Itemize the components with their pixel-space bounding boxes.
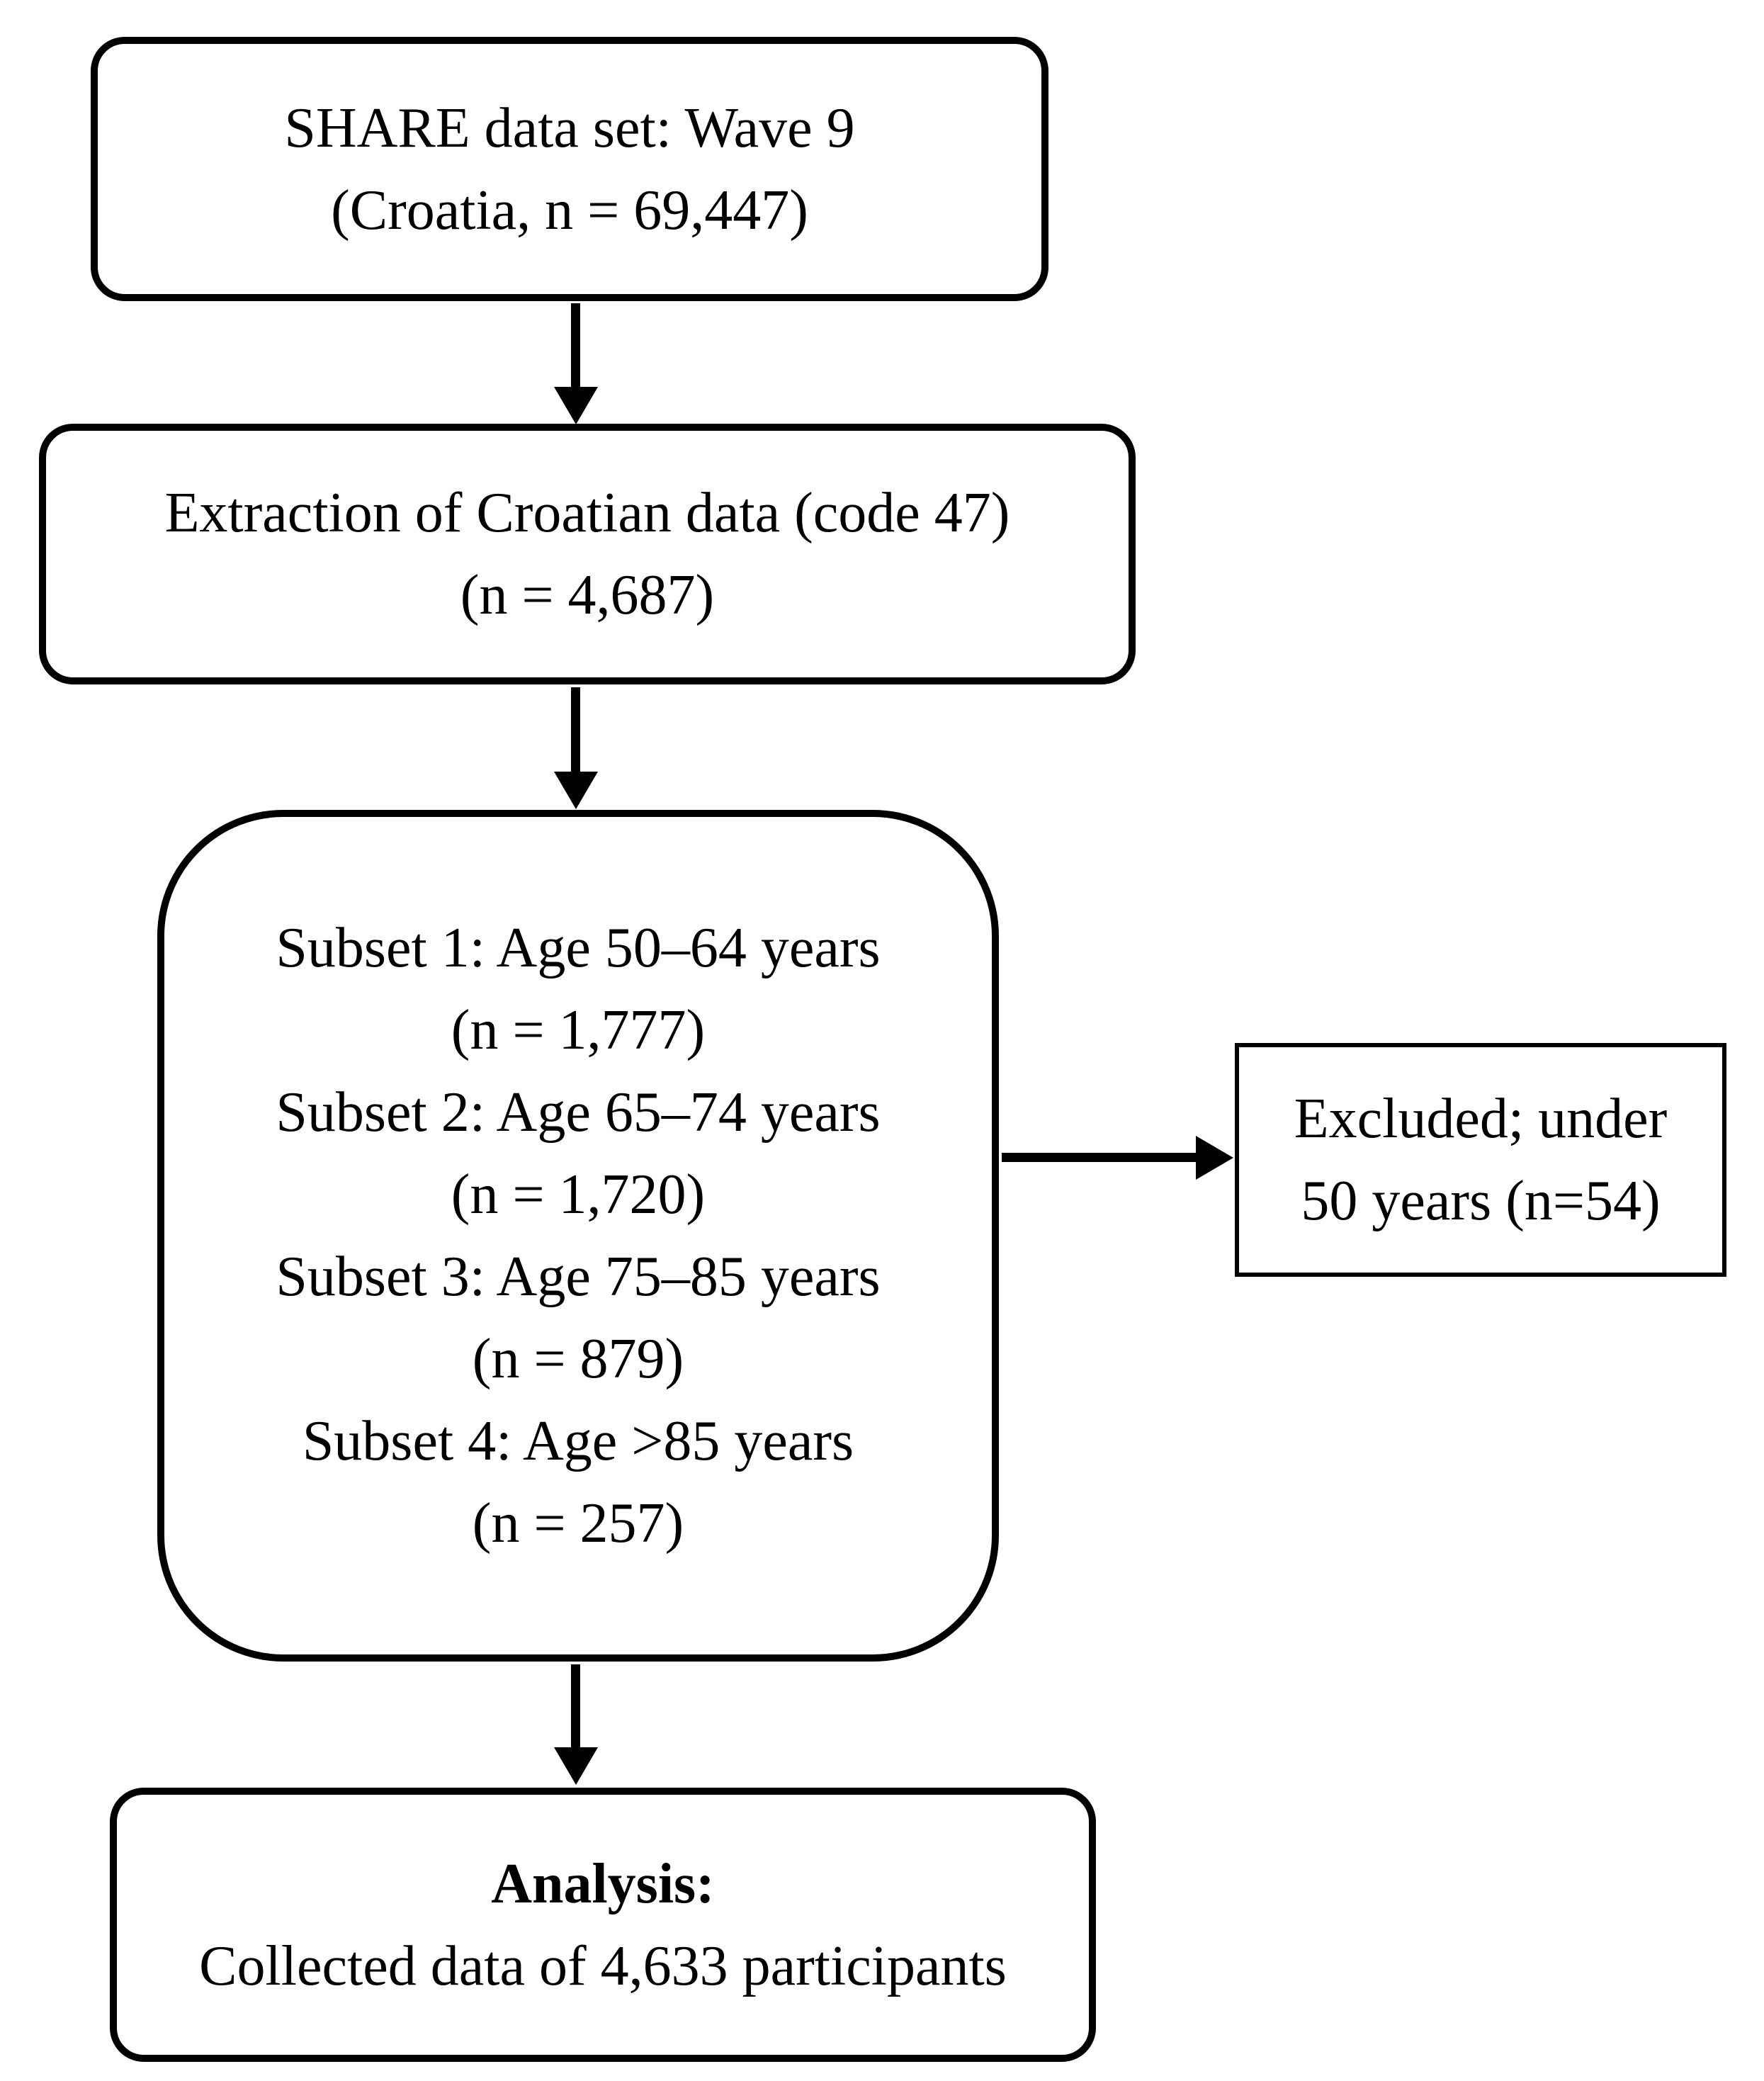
node-extraction-line-2: (n = 4,687) bbox=[460, 564, 715, 626]
subset-2-count: (n = 1,720) bbox=[451, 1163, 706, 1226]
subset-4-count: (n = 257) bbox=[472, 1492, 684, 1555]
subset-3-label: Subset 3: Age 75–85 years bbox=[276, 1246, 881, 1308]
node-excluded: Excluded; under 50 years (n=54) bbox=[1235, 1043, 1726, 1277]
node-share-line-1: SHARE data set: Wave 9 bbox=[284, 96, 855, 159]
node-analysis-body: Collected data of 4,633 participants bbox=[199, 1934, 1007, 1997]
subset-1-label: Subset 1: Age 50–64 years bbox=[276, 917, 881, 979]
node-share-line-2: (Croatia, n = 69,447) bbox=[331, 179, 808, 242]
node-excluded-line-2: 50 years (n=54) bbox=[1301, 1170, 1661, 1232]
node-extraction: Extraction of Croatian data (code 47) (n… bbox=[39, 424, 1136, 684]
arrow-extraction-to-subsets-stem bbox=[571, 687, 580, 774]
arrow-subsets-to-analysis-head bbox=[554, 1747, 598, 1785]
arrow-share-to-extraction-head bbox=[554, 387, 598, 424]
node-share-dataset: SHARE data set: Wave 9 (Croatia, n = 69,… bbox=[91, 37, 1048, 301]
subset-2-label: Subset 2: Age 65–74 years bbox=[276, 1081, 881, 1144]
node-excluded-line-1: Excluded; under bbox=[1294, 1088, 1668, 1150]
node-age-subsets: Subset 1: Age 50–64 years (n = 1,777) Su… bbox=[157, 810, 999, 1662]
subset-1-count: (n = 1,777) bbox=[451, 999, 706, 1061]
node-extraction-line-1: Extraction of Croatian data (code 47) bbox=[164, 482, 1010, 544]
arrow-share-to-extraction-stem bbox=[571, 303, 580, 390]
arrow-subsets-to-excluded-head bbox=[1196, 1136, 1233, 1180]
subset-4-label: Subset 4: Age >85 years bbox=[302, 1410, 854, 1472]
subset-3-count: (n = 879) bbox=[472, 1328, 684, 1390]
node-analysis: Analysis: Collected data of 4,633 partic… bbox=[110, 1788, 1096, 2062]
arrow-subsets-to-analysis-stem bbox=[571, 1664, 580, 1749]
node-analysis-heading: Analysis: bbox=[491, 1852, 715, 1915]
arrow-subsets-to-excluded-stem bbox=[1002, 1153, 1197, 1162]
arrow-extraction-to-subsets-head bbox=[554, 772, 598, 809]
